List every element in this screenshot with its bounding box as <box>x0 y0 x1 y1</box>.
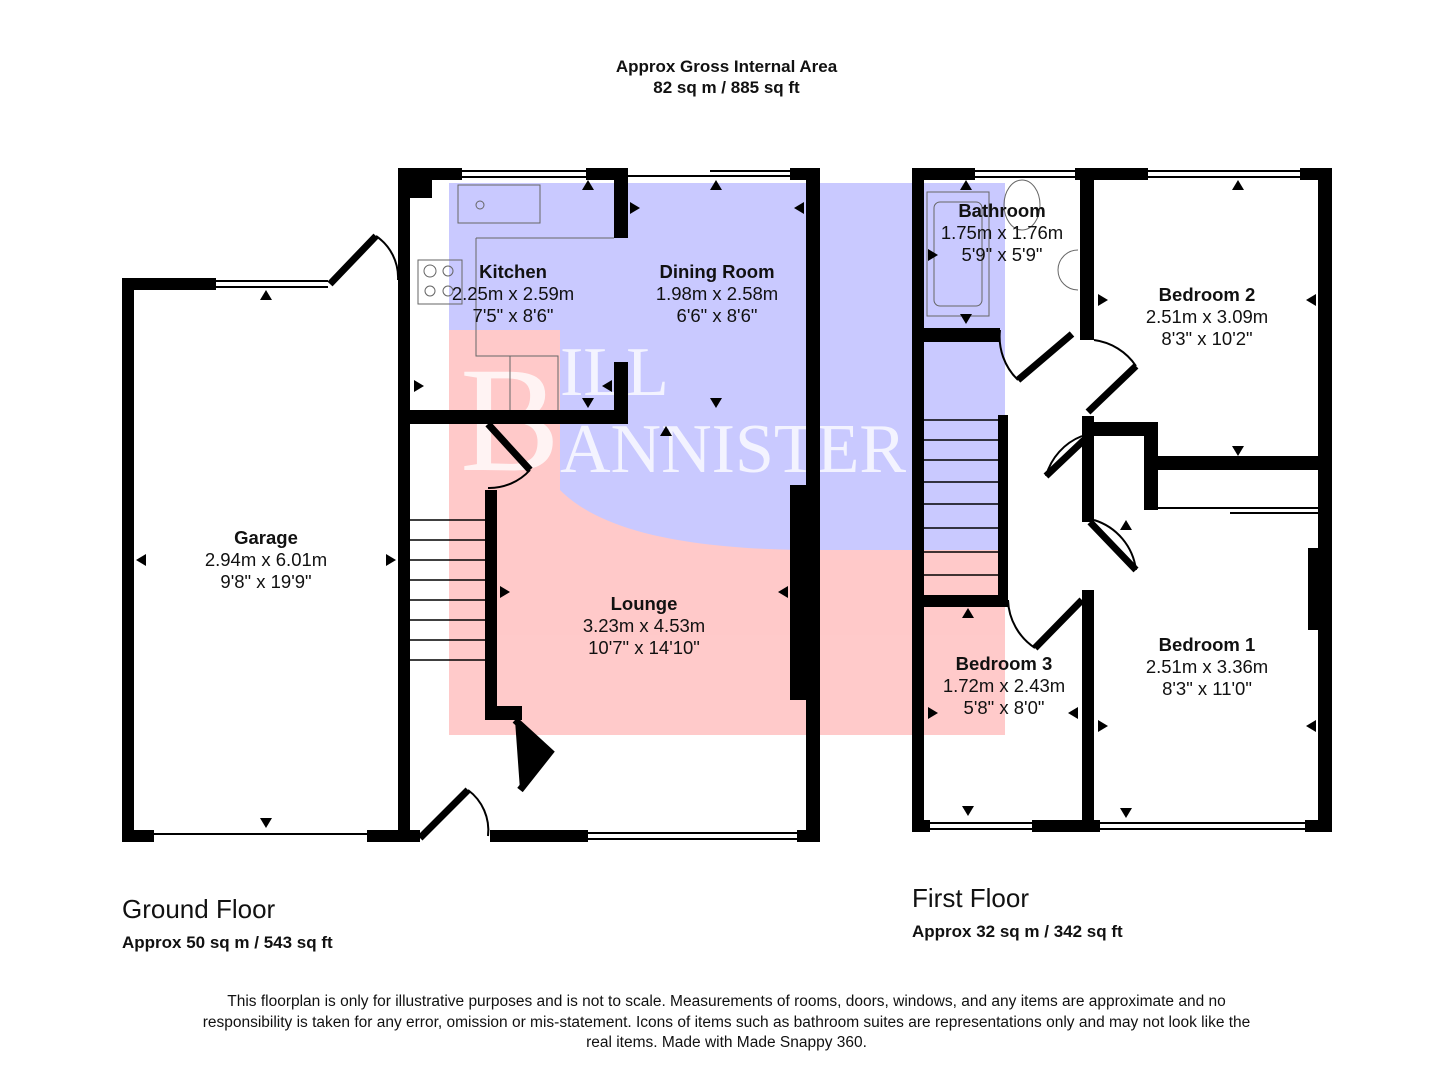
room-metric: 1.98m x 2.58m <box>655 283 779 304</box>
disclaimer: This floorplan is only for illustrative … <box>202 993 1251 1051</box>
room-imperial: 8'3" x 11'0" <box>1162 678 1252 699</box>
room-bedroom-3: Bedroom 3 1.72m x 2.43m 5'8" x 8'0" <box>904 653 1104 719</box>
room-name: Bedroom 1 <box>1158 634 1256 655</box>
room-name: Dining Room <box>659 261 775 282</box>
room-name: Garage <box>234 527 298 548</box>
room-imperial: 5'9" x 5'9" <box>961 244 1043 265</box>
header-area: 82 sq m / 885 sq ft <box>653 78 800 97</box>
room-imperial: 8'3" x 10'2" <box>1161 328 1253 349</box>
door-leaves <box>327 233 1139 841</box>
room-bedroom-1: Bedroom 1 2.51m x 3.36m 8'3" x 11'0" <box>1107 634 1307 700</box>
ground-floor-area: Approx 50 sq m / 543 sq ft <box>122 933 333 952</box>
room-kitchen: Kitchen 2.25m x 2.59m 7'5" x 8'6" <box>413 261 613 327</box>
room-lounge: Lounge 3.23m x 4.53m 10'7" x 14'10" <box>544 593 744 659</box>
room-imperial: 10'7" x 14'10" <box>588 637 700 658</box>
room-imperial: 9'8" x 19'9" <box>220 571 312 592</box>
first-floor-title: First Floor <box>912 883 1029 913</box>
room-name: Bathroom <box>958 200 1046 221</box>
room-imperial: 6'6" x 8'6" <box>676 305 758 326</box>
room-name: Lounge <box>610 593 678 614</box>
room-metric: 2.51m x 3.36m <box>1145 656 1269 677</box>
room-garage: Garage 2.94m x 6.01m 9'8" x 19'9" <box>166 527 366 593</box>
room-metric: 1.75m x 1.76m <box>940 222 1064 243</box>
room-metric: 2.51m x 3.09m <box>1145 306 1269 327</box>
walls <box>122 168 1332 842</box>
room-dining: Dining Room 1.98m x 2.58m 6'6" x 8'6" <box>617 261 817 327</box>
room-metric: 2.94m x 6.01m <box>204 549 328 570</box>
gross-area-header: Approx Gross Internal Area 82 sq m / 885… <box>0 56 1453 98</box>
room-name: Bedroom 2 <box>1158 284 1256 305</box>
room-metric: 2.25m x 2.59m <box>451 283 575 304</box>
room-bathroom: Bathroom 1.75m x 1.76m 5'9" x 5'9" <box>902 200 1102 266</box>
room-imperial: 7'5" x 8'6" <box>472 305 554 326</box>
first-floor-area: Approx 32 sq m / 342 sq ft <box>912 922 1123 941</box>
windows-and-doors <box>154 170 1318 840</box>
room-metric: 3.23m x 4.53m <box>582 615 706 636</box>
header-title: Approx Gross Internal Area <box>615 57 838 76</box>
room-name: Bedroom 3 <box>955 653 1053 674</box>
room-metric: 1.72m x 2.43m <box>942 675 1066 696</box>
stairs <box>410 390 998 661</box>
ground-floor-title: Ground Floor <box>122 894 276 924</box>
room-name: Kitchen <box>479 261 547 282</box>
room-bedroom-2: Bedroom 2 2.51m x 3.09m 8'3" x 10'2" <box>1107 284 1307 350</box>
room-imperial: 5'8" x 8'0" <box>963 697 1045 718</box>
